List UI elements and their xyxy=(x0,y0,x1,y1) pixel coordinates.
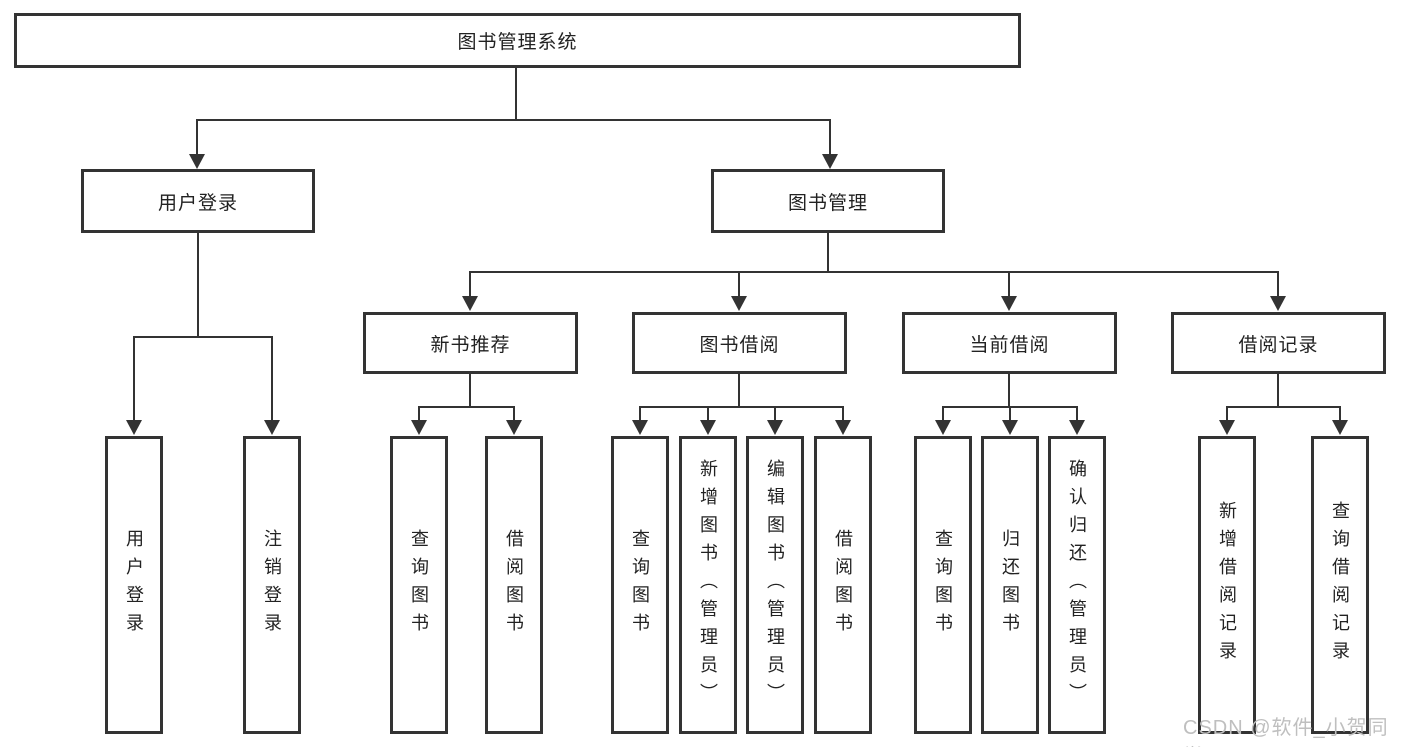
connector-line xyxy=(1277,374,1279,406)
node-root-label: 图书管理系统 xyxy=(457,32,578,53)
connector-line xyxy=(774,406,776,421)
connector-line xyxy=(829,119,831,155)
node-current-borrow-label: 当前借阅 xyxy=(969,334,1050,356)
leaf-query-books-current-label: 查询图书 xyxy=(933,529,953,641)
leaf-borrow-books: 借阅图书 xyxy=(814,436,872,734)
arrowhead-down-icon xyxy=(1069,420,1085,435)
arrowhead-down-icon xyxy=(506,420,522,435)
connector-line xyxy=(197,233,199,336)
connector-line xyxy=(1226,406,1340,408)
connector-line xyxy=(1076,406,1078,421)
connector-line xyxy=(271,336,273,421)
leaf-query-books-current: 查询图书 xyxy=(914,436,972,734)
leaf-query-borrow-record: 查询借阅记录 xyxy=(1311,436,1369,734)
leaf-query-books-recommend-label: 查询图书 xyxy=(409,529,429,641)
connector-line xyxy=(469,271,1279,273)
leaf-user-login: 用户登录 xyxy=(105,436,163,734)
connector-line xyxy=(515,68,517,119)
leaf-borrow-books-recommend-label: 借阅图书 xyxy=(504,529,524,641)
arrowhead-down-icon xyxy=(462,296,478,311)
connector-line xyxy=(639,406,641,421)
leaf-borrow-books-label: 借阅图书 xyxy=(833,529,853,641)
node-book-management: 图书管理 xyxy=(711,169,945,233)
arrowhead-down-icon xyxy=(1219,420,1235,435)
connector-line xyxy=(196,119,831,121)
arrowhead-down-icon xyxy=(411,420,427,435)
node-book-borrow-label: 图书借阅 xyxy=(699,334,780,356)
node-new-book-recommend-label: 新书推荐 xyxy=(430,334,511,356)
arrowhead-down-icon xyxy=(264,420,280,435)
connector-line xyxy=(418,406,515,408)
node-book-management-label: 图书管理 xyxy=(787,192,868,214)
node-current-borrow: 当前借阅 xyxy=(902,312,1117,374)
connector-line xyxy=(942,406,944,421)
leaf-query-borrow-record-label: 查询借阅记录 xyxy=(1330,501,1350,669)
connector-line xyxy=(133,336,273,338)
leaf-confirm-return-admin: 确认归还（管理员） xyxy=(1048,436,1106,734)
arrowhead-down-icon xyxy=(935,420,951,435)
leaf-return-books: 归还图书 xyxy=(981,436,1039,734)
csdn-watermark: CSDN @软件_小贺同学 xyxy=(1183,717,1389,747)
connector-line xyxy=(469,271,471,297)
connector-line xyxy=(639,406,843,408)
arrowhead-down-icon xyxy=(731,296,747,311)
leaf-return-books-label: 归还图书 xyxy=(1000,529,1020,641)
leaf-edit-books-admin-label: 编辑图书（管理员） xyxy=(765,459,785,711)
connector-line xyxy=(1008,271,1010,297)
connector-line xyxy=(1226,406,1228,421)
arrowhead-down-icon xyxy=(1002,420,1018,435)
leaf-query-books-borrow-label: 查询图书 xyxy=(630,529,650,641)
connector-line xyxy=(418,406,420,421)
arrowhead-down-icon xyxy=(822,154,838,169)
arrowhead-down-icon xyxy=(1270,296,1286,311)
connector-line xyxy=(513,406,515,421)
connector-line xyxy=(738,374,740,406)
connector-line xyxy=(738,271,740,297)
connector-line xyxy=(1277,271,1279,297)
leaf-logout-label: 注销登录 xyxy=(262,529,282,641)
leaf-query-books-recommend: 查询图书 xyxy=(390,436,448,734)
arrowhead-down-icon xyxy=(632,420,648,435)
arrowhead-down-icon xyxy=(700,420,716,435)
node-borrow-records: 借阅记录 xyxy=(1171,312,1386,374)
node-root-system: 图书管理系统 xyxy=(14,13,1021,68)
node-new-book-recommend: 新书推荐 xyxy=(363,312,578,374)
connector-line xyxy=(707,406,709,421)
leaf-confirm-return-admin-label: 确认归还（管理员） xyxy=(1067,459,1087,711)
arrowhead-down-icon xyxy=(1001,296,1017,311)
connector-line xyxy=(1008,374,1010,406)
connector-line xyxy=(1009,406,1011,421)
leaf-edit-books-admin: 编辑图书（管理员） xyxy=(746,436,804,734)
connector-line xyxy=(469,374,471,406)
connector-line xyxy=(133,336,135,421)
connector-line xyxy=(827,233,829,271)
arrowhead-down-icon xyxy=(126,420,142,435)
node-user-login: 用户登录 xyxy=(81,169,315,233)
node-book-borrow: 图书借阅 xyxy=(632,312,847,374)
leaf-logout: 注销登录 xyxy=(243,436,301,734)
arrowhead-down-icon xyxy=(189,154,205,169)
connector-line xyxy=(196,119,198,155)
arrowhead-down-icon xyxy=(835,420,851,435)
arrowhead-down-icon xyxy=(1332,420,1348,435)
connector-line xyxy=(842,406,844,421)
connector-line xyxy=(1339,406,1341,421)
leaf-add-borrow-record-label: 新增借阅记录 xyxy=(1217,501,1237,669)
leaf-user-login-label: 用户登录 xyxy=(124,529,144,641)
leaf-query-books-borrow: 查询图书 xyxy=(611,436,669,734)
node-borrow-records-label: 借阅记录 xyxy=(1238,334,1319,356)
node-user-login-label: 用户登录 xyxy=(157,192,238,214)
leaf-add-borrow-record: 新增借阅记录 xyxy=(1198,436,1256,734)
arrowhead-down-icon xyxy=(767,420,783,435)
leaf-borrow-books-recommend: 借阅图书 xyxy=(485,436,543,734)
leaf-add-books-admin-label: 新增图书（管理员） xyxy=(698,459,718,711)
leaf-add-books-admin: 新增图书（管理员） xyxy=(679,436,737,734)
